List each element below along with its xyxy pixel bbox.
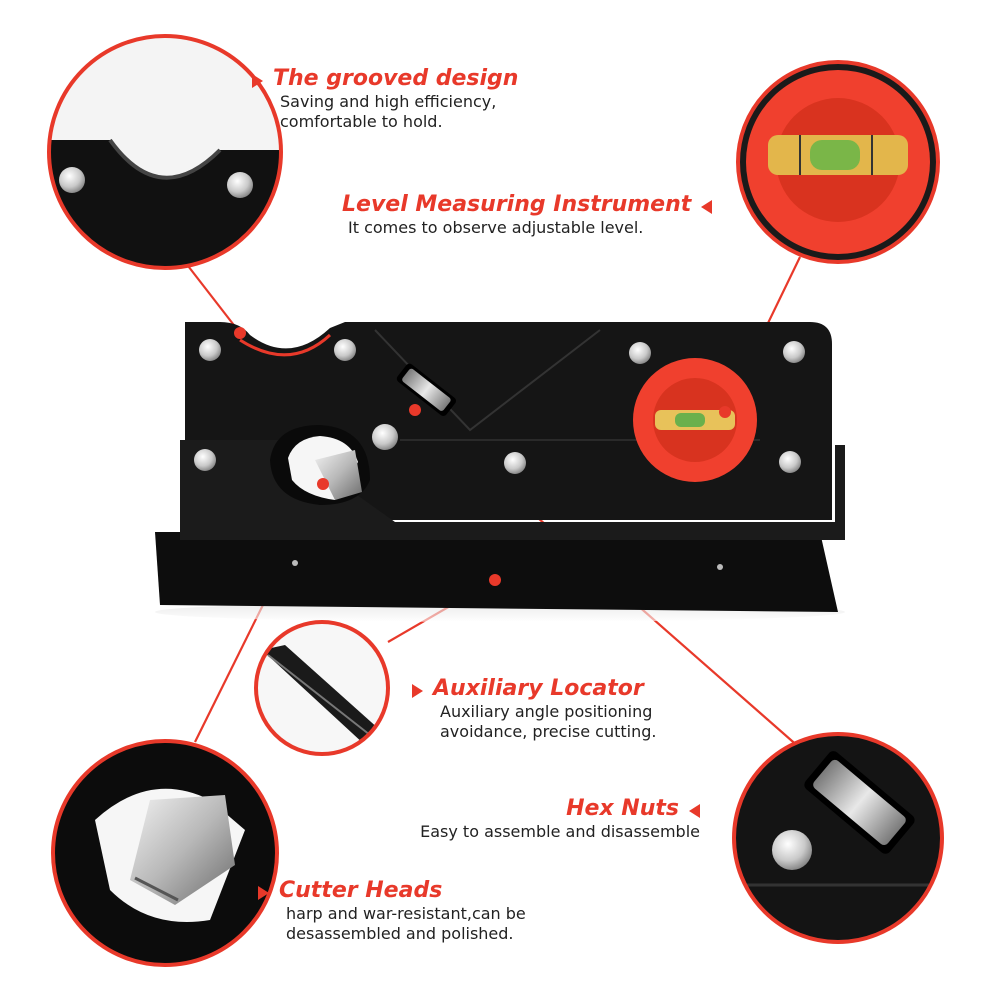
- callout-cutter-heads: Cutter Heads harp and war-resistant,can …: [258, 878, 526, 944]
- detail-circle-hexnuts: [732, 732, 944, 944]
- callout-desc-line: comfortable to hold.: [280, 112, 443, 131]
- callout-desc-line: Easy to assemble and disassemble: [420, 822, 700, 841]
- callout-desc-line: Saving and high efficiency,: [280, 92, 497, 111]
- callout-grooved-design: The grooved design Saving and high effic…: [252, 66, 518, 132]
- edge-planer-tool: [155, 322, 845, 622]
- callout-title: Hex Nuts: [566, 796, 679, 821]
- callout-desc-line: It comes to observe adjustable level.: [348, 218, 644, 237]
- callout-title-row: Hex Nuts: [360, 796, 700, 822]
- callout-title-row: Auxiliary Locator: [412, 676, 656, 702]
- triangle-pointer-icon: [258, 885, 269, 900]
- triangle-pointer-icon: [412, 683, 423, 698]
- callout-title: The grooved design: [273, 66, 519, 91]
- detail-circle-locator: [254, 620, 390, 756]
- callout-title: Auxiliary Locator: [433, 676, 644, 701]
- callout-title-row: Level Measuring Instrument: [342, 192, 742, 218]
- triangle-pointer-icon: [701, 199, 713, 214]
- connector-dots: [234, 327, 731, 586]
- triangle-pointer-icon: [252, 73, 263, 88]
- callout-title-row: Cutter Heads: [258, 878, 526, 904]
- callout-desc-line: harp and war-resistant,can be: [286, 904, 526, 923]
- callout-title: Cutter Heads: [279, 878, 443, 903]
- detail-circle-cutter: [51, 739, 279, 967]
- callout-desc-line: desassembled and polished.: [286, 924, 514, 943]
- callout-desc-line: avoidance, precise cutting.: [440, 722, 657, 741]
- callout-title: Level Measuring Instrument: [342, 192, 692, 217]
- detail-circle-level: [736, 60, 940, 264]
- callout-desc-line: Auxiliary angle positioning: [440, 702, 653, 721]
- callout-title-row: The grooved design: [252, 66, 518, 92]
- callout-hex-nuts: Hex Nuts Easy to assemble and disassembl…: [360, 796, 700, 842]
- callout-auxiliary-locator: Auxiliary Locator Auxiliary angle positi…: [412, 676, 656, 742]
- callout-level-instrument: Level Measuring Instrument It comes to o…: [342, 192, 742, 238]
- triangle-pointer-icon: [689, 803, 700, 818]
